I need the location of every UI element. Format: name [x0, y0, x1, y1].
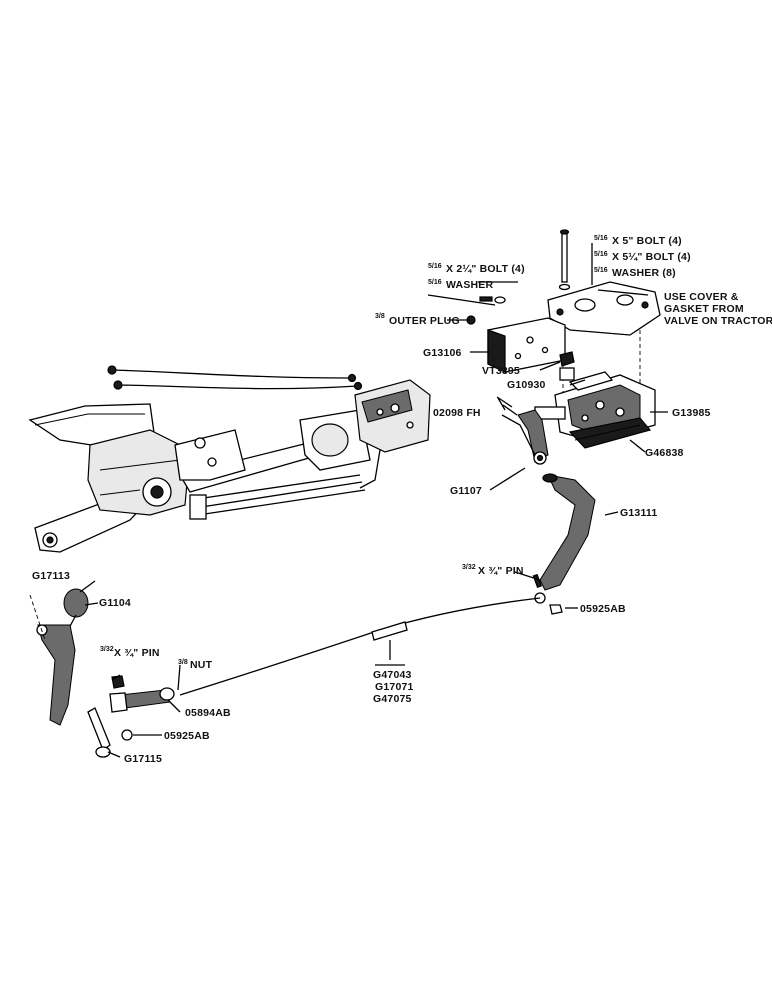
- pin-lower-label: X ¾" PIN: [114, 647, 160, 659]
- hand-lever: [29, 588, 111, 758]
- label-g17115: G17115: [124, 753, 162, 765]
- bolt-5-fraction: 5/16: [594, 235, 608, 242]
- washer-8-label: WASHER (8): [612, 267, 676, 279]
- cover-note-line-3: VALVE ON TRACTOR: [664, 315, 772, 327]
- bolt-2-fraction: 5/16: [428, 263, 442, 270]
- bolt-5-label: X 5" BOLT (4): [612, 235, 682, 247]
- label-02098fh: 02098 FH: [433, 407, 481, 419]
- label-g17071: G17071: [375, 681, 414, 693]
- washer-2-fraction: 5/16: [428, 279, 442, 286]
- outer-plug-valve-section: [466, 296, 575, 373]
- bolt-2-label: X 2¼" BOLT (4): [446, 263, 525, 275]
- label-g13985: G13985: [672, 407, 711, 419]
- leader-lines: [79, 243, 668, 758]
- label-g46838: G46838: [645, 447, 684, 459]
- label-g47043: G47043: [373, 669, 412, 681]
- part-labels: 5/16 X 5" BOLT (4) 5/16 X 5¼" BOLT (4) 5…: [32, 235, 772, 765]
- label-05894ab: 05894AB: [185, 707, 231, 719]
- label-vt3395: VT3395: [482, 365, 520, 377]
- main-valve-assembly: [534, 367, 656, 449]
- tractor-hitch-assembly: [28, 365, 431, 553]
- outer-plug-fraction: 3/8: [375, 313, 385, 320]
- outer-plug-label: OUTER PLUG: [389, 315, 460, 327]
- pin-lower-fraction: 3/32: [100, 646, 114, 653]
- linkage-parts: [109, 396, 596, 741]
- label-g17113: G17113: [32, 570, 70, 582]
- bolt-5-14-label: X 5¼" BOLT (4): [612, 251, 691, 263]
- valve-cover-assembly: [547, 229, 661, 400]
- washer-8-fraction: 5/16: [594, 267, 608, 274]
- label-g1104: G1104: [99, 597, 131, 609]
- label-g1107: G1107: [450, 485, 482, 497]
- pin-upper-label: X ¾" PIN: [478, 565, 524, 577]
- nut-fraction: 3/8: [178, 659, 188, 666]
- label-g47075: G47075: [373, 693, 412, 705]
- label-g10930: G10930: [507, 379, 546, 391]
- label-g13106: G13106: [423, 347, 462, 359]
- washer-2-label: WASHER: [446, 279, 494, 291]
- label-05925ab-lower: 05925AB: [164, 730, 210, 742]
- label-g13111: G13111: [620, 507, 657, 519]
- cover-note-line-1: USE COVER &: [664, 291, 739, 303]
- bolt-5-14-fraction: 5/16: [594, 251, 608, 258]
- nut-label: NUT: [190, 659, 213, 671]
- cover-note-line-2: GASKET FROM: [664, 303, 744, 315]
- pin-upper-fraction: 3/32: [462, 564, 476, 571]
- label-05925ab-upper: 05925AB: [580, 603, 626, 615]
